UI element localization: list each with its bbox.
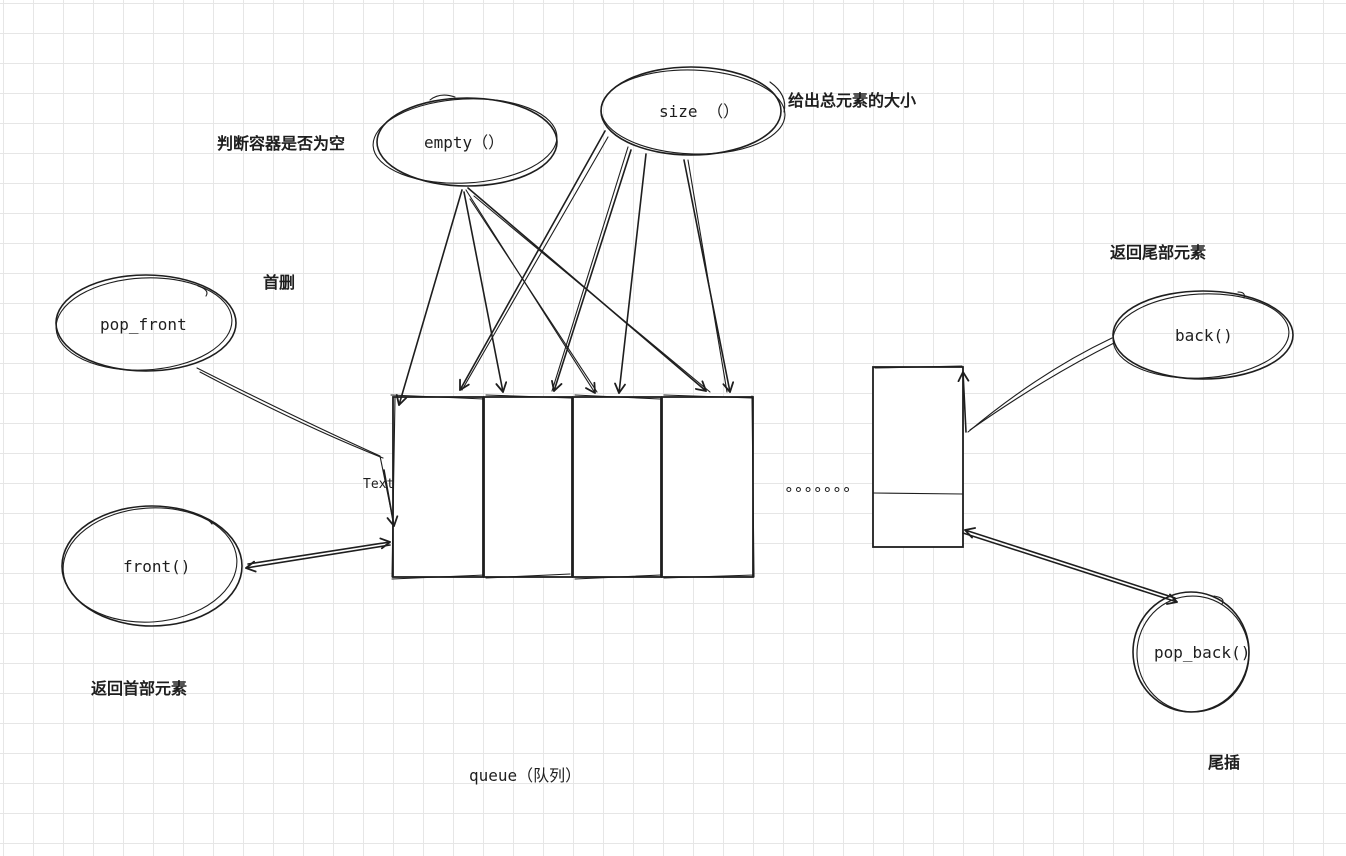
queue-cells xyxy=(390,365,964,580)
front-note: 返回首部元素 xyxy=(91,679,187,698)
pop-back-node: pop_back() xyxy=(1132,591,1250,713)
front-arrow xyxy=(245,537,391,573)
empty-note: 判断容器是否为空 xyxy=(217,134,345,153)
size-arrows xyxy=(459,130,735,394)
queue-ellipsis: °°°°°°° xyxy=(784,484,851,503)
pop-front-note: 首删 xyxy=(263,273,295,292)
pop-back-note: 尾插 xyxy=(1208,753,1240,772)
front-label: front() xyxy=(123,557,190,576)
back-label: back() xyxy=(1175,326,1233,345)
queue-cell-4 xyxy=(661,396,754,578)
pop-front-arrow xyxy=(196,367,399,527)
queue-caption: queue（队列） xyxy=(469,766,581,785)
empty-node: empty（） xyxy=(372,94,558,187)
queue-text-label: Text xyxy=(363,477,394,492)
back-note: 返回尾部元素 xyxy=(1110,243,1206,262)
size-note: 给出总元素的大小 xyxy=(788,91,916,110)
pop-back-arrow xyxy=(962,527,1178,605)
queue-tail-cell xyxy=(872,366,964,548)
pop-front-label: pop_front xyxy=(100,315,187,334)
queue-cell-2 xyxy=(483,396,573,578)
queue-cell-1 xyxy=(392,396,484,578)
pop-back-label: pop_back() xyxy=(1154,643,1250,662)
empty-label: empty（） xyxy=(424,133,504,152)
pop-front-node: pop_front xyxy=(55,274,237,372)
front-node: front() xyxy=(61,505,243,627)
queue-cell-3 xyxy=(572,396,662,578)
size-label: size （） xyxy=(659,102,739,121)
back-arrow xyxy=(957,337,1115,433)
size-node: size （） xyxy=(600,66,786,156)
back-node: back() xyxy=(1112,290,1294,380)
